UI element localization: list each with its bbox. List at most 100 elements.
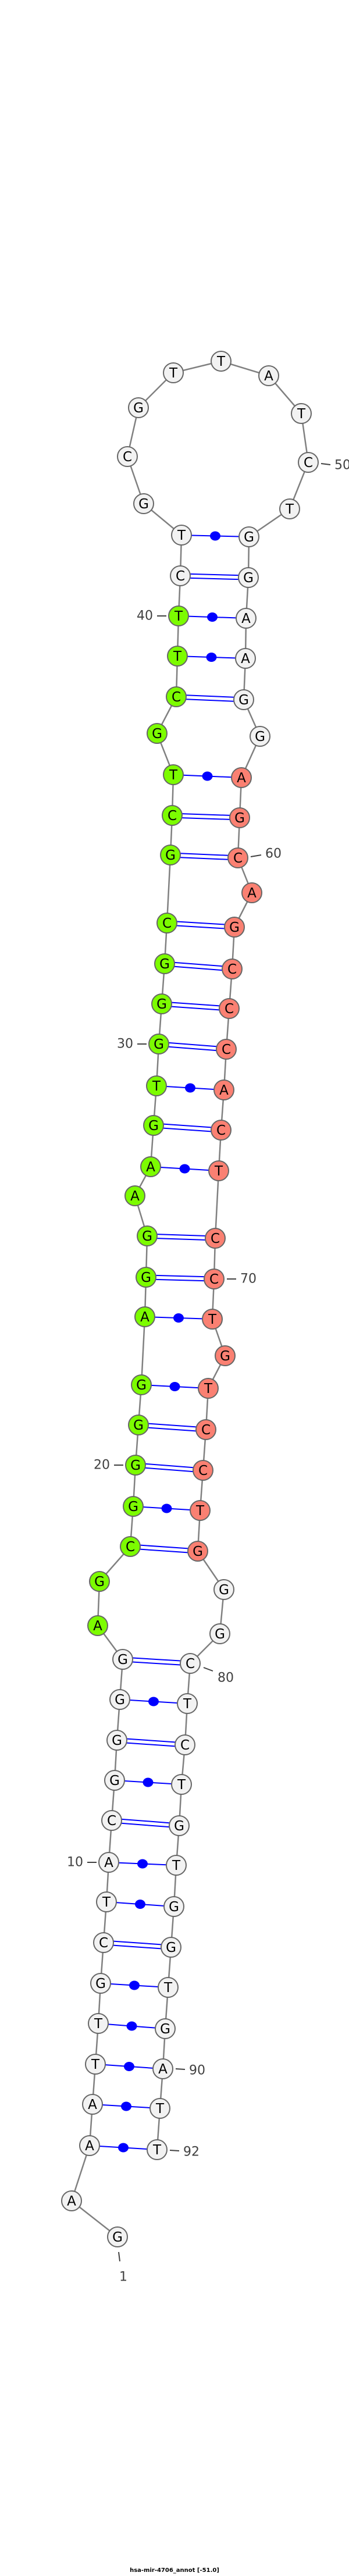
nucleotide-circle — [222, 959, 243, 979]
nucleotide-circle — [279, 498, 300, 519]
nucleotide: C — [170, 565, 191, 586]
nucleotide: C — [204, 1269, 225, 1289]
nucleotide-circle — [101, 1810, 122, 1831]
nucleotide-letter: T — [285, 502, 294, 517]
nucleotide-circle — [211, 1120, 232, 1141]
nucleotide-letter: C — [304, 455, 313, 471]
nucleotide-circle — [215, 1345, 236, 1366]
nucleotide-circle — [151, 993, 172, 1014]
nucleotide-letter: T — [172, 1858, 181, 1873]
nucleotide: C — [180, 1653, 201, 1674]
nucleotide-circle — [148, 1034, 169, 1054]
nucleotide-letter: A — [130, 1189, 140, 1204]
nucleotide-letter: C — [172, 690, 181, 705]
nucleotide-letter: T — [174, 609, 183, 624]
gc-pair-line — [145, 1467, 193, 1473]
nucleotide-circle — [128, 1415, 149, 1435]
nucleotide-letter: C — [222, 1042, 231, 1057]
nucleotide: G — [224, 917, 245, 938]
gc-pair-line — [182, 813, 230, 816]
gc-pair-line — [171, 1006, 219, 1011]
nucleotide: T — [85, 2054, 106, 2075]
nucleotide-circle — [236, 608, 257, 629]
nucleotide-circle — [125, 1455, 146, 1476]
nucleotide-circle — [169, 1815, 190, 1836]
nucleotide: T — [211, 351, 232, 372]
nucleotide-circle — [124, 1185, 145, 1206]
nucleotide-letter: T — [208, 1312, 217, 1327]
nucleotide-circle — [171, 525, 192, 546]
position-label: 30 — [117, 1037, 133, 1052]
nucleotide-letter: G — [160, 2022, 170, 2037]
nucleotide: C — [211, 1120, 232, 1141]
wobble-pair-dot — [202, 771, 213, 781]
gc-pair-line — [140, 1544, 188, 1549]
nucleotide-letter: G — [255, 729, 265, 744]
nucleotide-circle — [158, 1977, 179, 1998]
nucleotide-letter: T — [204, 1381, 213, 1396]
nucleotide: G — [169, 1815, 190, 1836]
nucleotide-letter: A — [219, 1083, 229, 1098]
nucleotide-circle — [149, 2098, 170, 2119]
wobble-pair-dot — [206, 653, 217, 662]
wobble-pair-dot — [210, 531, 220, 541]
wobble-pair-dot — [173, 1313, 184, 1323]
nucleotide: C — [219, 998, 240, 1019]
nucleotide-letter: T — [169, 768, 178, 783]
gc-pair-line — [180, 857, 228, 860]
nucleotide-letter: G — [154, 1037, 164, 1052]
gc-pair-line — [148, 1427, 196, 1432]
nucleotide-letter: T — [102, 1895, 111, 1910]
gc-pair-line — [174, 965, 222, 971]
nucleotide-circle — [117, 446, 138, 467]
nucleotide-letter: C — [99, 1936, 108, 1951]
nucleotide: G — [106, 1730, 127, 1751]
nucleotide-circle — [238, 567, 259, 588]
nucleotide-circle — [224, 917, 245, 938]
nucleotide-letter: C — [209, 1272, 219, 1287]
wobble-pair-dot — [143, 1777, 154, 1787]
nucleotide: T — [202, 1309, 223, 1330]
nucleotide-circle — [154, 953, 175, 974]
nucleotide-circle — [190, 1500, 211, 1521]
nucleotide-letter: G — [166, 1940, 176, 1955]
nucleotide-letter: C — [216, 1123, 226, 1138]
position-label: 90 — [189, 2064, 205, 2078]
nucleotide: G — [148, 1034, 169, 1054]
position-label: 92 — [183, 2145, 200, 2160]
nucleotide-circle — [205, 1228, 226, 1249]
nucleotide: T — [166, 1855, 187, 1876]
nucleotide: C — [195, 1419, 216, 1440]
nucleotide-circle — [146, 1075, 167, 1096]
nucleotide-circle — [171, 1774, 192, 1795]
nucleotide: A — [241, 882, 262, 903]
gc-pair-line — [113, 1940, 162, 1946]
gc-pair-line — [163, 1123, 212, 1128]
nucleotide-circle — [106, 1730, 127, 1751]
nucleotide-circle — [168, 605, 189, 626]
nucleotide-circle — [137, 1225, 158, 1246]
nucleotide-circle — [209, 1623, 230, 1644]
nucleotide-letter: G — [130, 1458, 141, 1473]
nucleotide-circle — [162, 805, 183, 826]
nucleotide-circle — [170, 565, 191, 586]
nucleotide-circle — [155, 2018, 176, 2039]
nucleotide-circle — [231, 767, 252, 788]
nucleotide-letter: G — [109, 1773, 120, 1788]
nucleotide-letter: C — [225, 1002, 234, 1017]
nucleotide: G — [233, 689, 254, 710]
nucleotide-circle — [147, 723, 168, 744]
nucleotide: T — [163, 764, 184, 785]
nucleotide: A — [98, 1852, 119, 1873]
backbone-segment — [166, 854, 172, 924]
nucleotide: T — [190, 1500, 211, 1521]
nucleotide: G — [213, 1579, 234, 1600]
nucleotide: T — [291, 403, 312, 424]
gc-pair-line — [140, 1548, 188, 1554]
structure-title: hsa-mir-4706_annot [-51.0] — [130, 2567, 219, 2574]
nucleotide-circle — [258, 365, 279, 386]
nucleotide-letter: C — [123, 450, 132, 465]
nucleotide-letter: G — [244, 530, 254, 545]
nucleotide: T — [147, 2139, 168, 2160]
